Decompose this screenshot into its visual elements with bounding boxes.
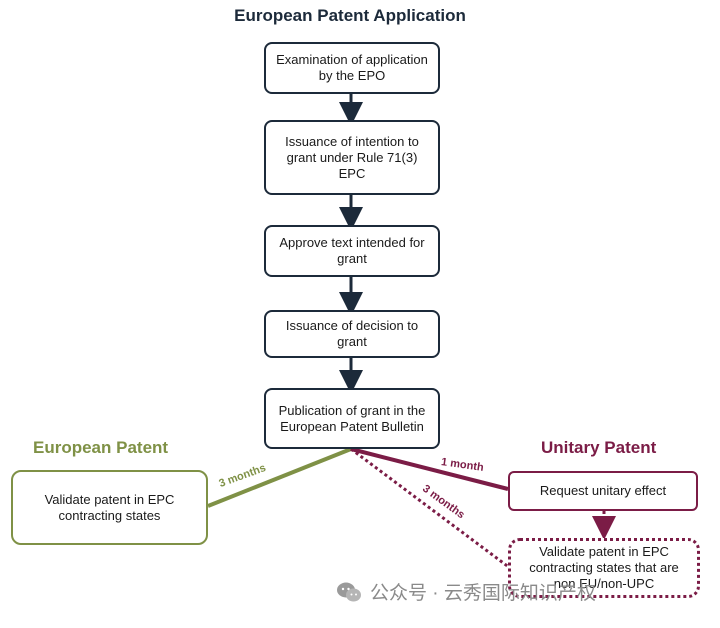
request-unitary-box: Request unitary effect xyxy=(508,471,698,511)
unitary-validate-box: Validate patent in EPC contracting state… xyxy=(508,538,700,598)
step-decision: Issuance of decision to grant xyxy=(264,310,440,358)
step-publication: Publication of grant in the European Pat… xyxy=(264,388,440,449)
unitary-patent-heading: Unitary Patent xyxy=(541,438,657,457)
watermark-text: 公众号 · 云秀国际知识产权 xyxy=(370,583,596,604)
watermark: 公众号 · 云秀国际知识产权 xyxy=(336,578,596,605)
step-intention: Issuance of intention to grant under Rul… xyxy=(264,120,440,195)
european-validate-box: Validate patent in EPC contracting state… xyxy=(11,470,208,545)
step-approve: Approve text intended for grant xyxy=(264,225,440,277)
step-examination: Examination of application by the EPO xyxy=(264,42,440,94)
wechat-icon xyxy=(337,582,361,601)
european-patent-heading: European Patent xyxy=(33,438,169,457)
page-title: European Patent Application xyxy=(234,6,466,25)
connector-publication-to-validate-unitary xyxy=(350,447,511,570)
connector-publication-to-european xyxy=(207,447,352,508)
connector-publication-to-unitary xyxy=(350,447,509,491)
